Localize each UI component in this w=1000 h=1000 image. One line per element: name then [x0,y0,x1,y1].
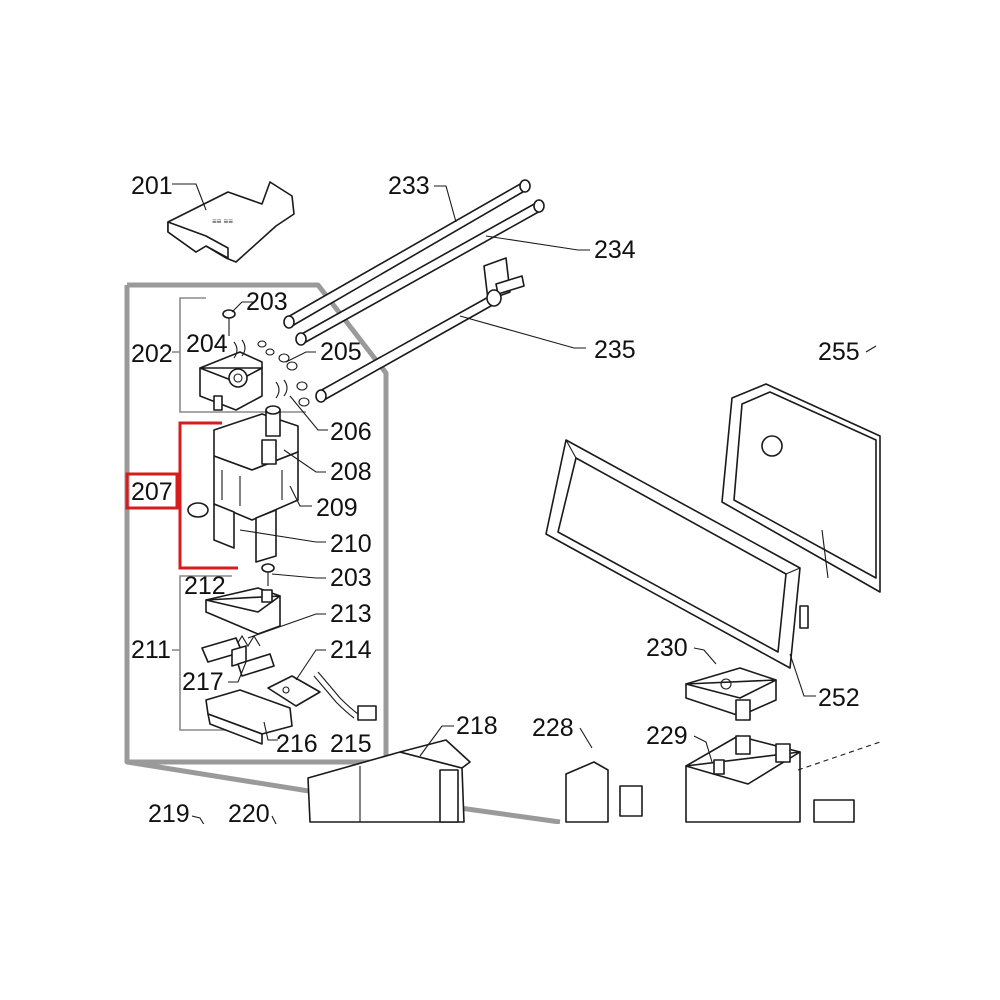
part-228-insert [565,761,643,823]
part-216-base [205,689,293,745]
svg-text:≡≡ ≡≡: ≡≡ ≡≡ [212,217,233,226]
detail-frame-pointer-bottom [459,805,561,825]
callout-228: 228 [532,714,574,742]
callout-230: 230 [646,634,688,662]
callout-207: 207 [131,478,173,506]
callout-214: 214 [330,636,372,664]
callout-217: 217 [182,668,224,696]
part-229-side-panel [813,799,855,823]
part-217-latch [201,637,275,677]
callout-252: 252 [818,684,860,712]
group-207-highlight-bracket [178,421,238,570]
leader-lines [172,183,877,829]
callout-219: 219 [148,800,190,828]
callout-216: 216 [276,730,318,758]
detail-frame-pointer-left [126,759,341,799]
group-202-bracket [179,297,306,413]
callout-209: 209 [316,494,358,522]
callout-212: 212 [184,572,226,600]
group-211-bracket [179,575,236,731]
callout-220: 220 [228,800,270,828]
detail-frame [124,282,389,765]
part-204-block [199,351,263,411]
part-235-rod-assembly [315,257,525,403]
part-230-clip [685,667,777,721]
part-252-frame [545,439,809,669]
callout-218: 218 [456,712,498,740]
part-203-screw-lower [261,563,275,586]
part-218-housing [307,739,471,823]
callout-202: 202 [131,340,173,368]
callout-203-lower: 203 [330,564,372,592]
part-207-valve-housing [187,405,299,563]
part-205-o-rings [257,340,310,407]
part-213-spring [235,634,261,648]
crop-mask [0,824,1000,1000]
callout-215: 215 [330,730,372,758]
part-201-cover: ≡≡ ≡≡ [167,181,295,263]
callout-213: 213 [330,600,372,628]
callout-255: 255 [818,338,860,366]
callout-205: 205 [320,338,362,366]
callout-235: 235 [594,336,636,364]
part-229-dashed-guide [797,741,881,771]
part-212-holder [205,587,281,635]
callout-labels: 201 233 234 203 205 235 255 202 204 206 … [131,172,860,828]
part-255-panel [721,383,881,593]
callout-208: 208 [330,458,372,486]
callout-210: 210 [330,530,372,558]
callout-233: 233 [388,172,430,200]
part-234-rod [295,199,545,346]
callout-204: 204 [186,330,228,358]
callout-201: 201 [131,172,173,200]
callout-211: 211 [131,636,171,664]
callout-234: 234 [594,236,636,264]
part-214-circuit-board [267,675,321,707]
part-215-cable [313,671,377,721]
callout-207-highlight-box [125,472,179,510]
part-206-clips [233,339,288,399]
part-233-rod [283,179,531,329]
callout-203-top: 203 [246,288,288,316]
callout-206: 206 [330,418,372,446]
part-229-tank [685,735,801,823]
callout-229: 229 [646,722,688,750]
